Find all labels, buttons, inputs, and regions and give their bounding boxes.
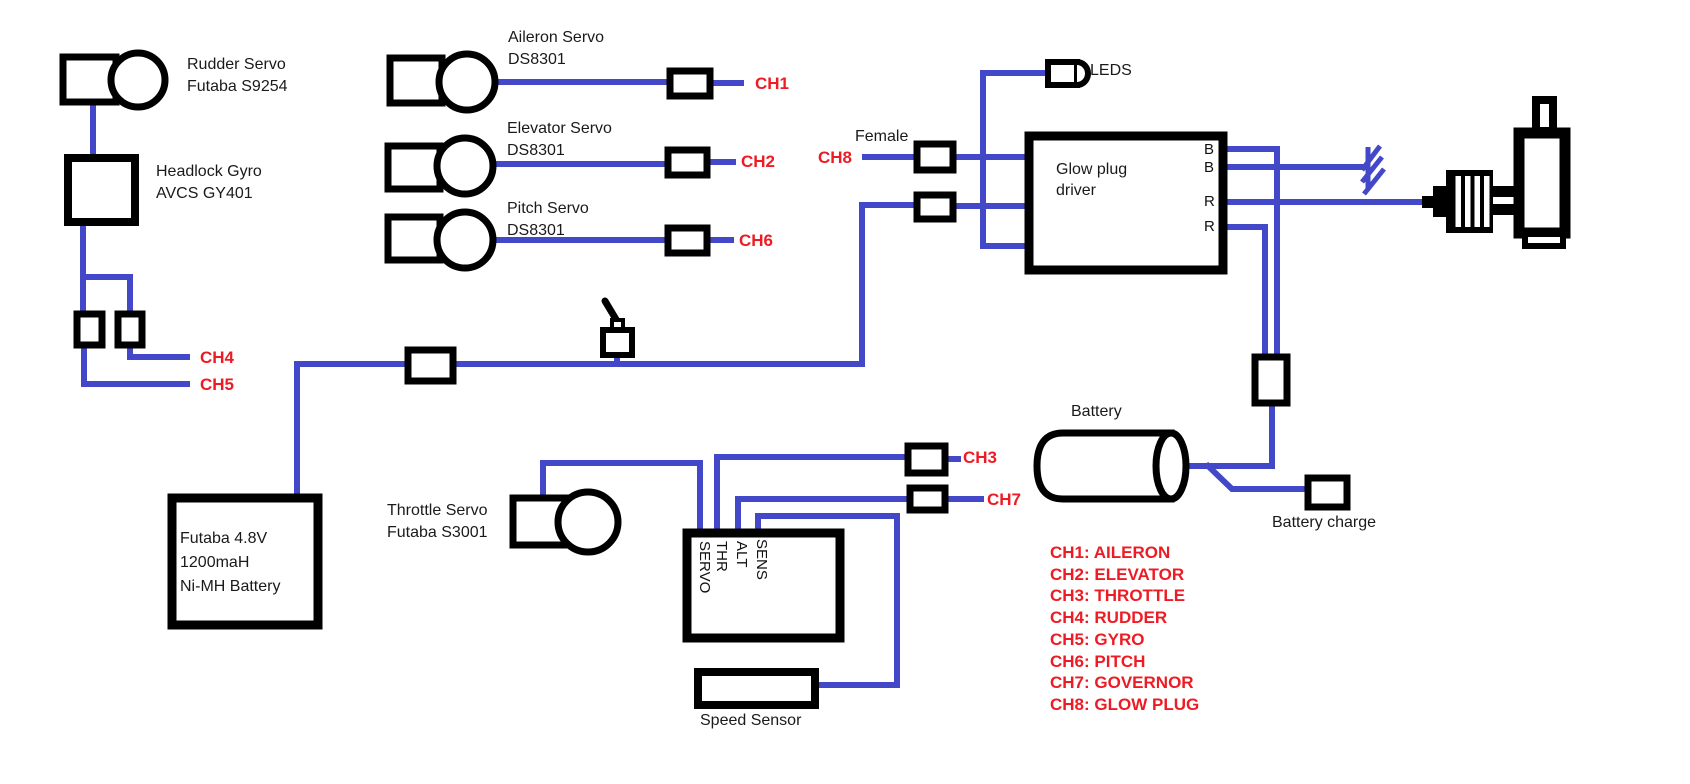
elevator-servo-icon — [384, 134, 497, 198]
throttle-servo-label: Throttle Servo Futaba S3001 — [387, 502, 488, 541]
engine-icon — [1422, 96, 1571, 249]
governor-port-thr: THR — [713, 541, 730, 572]
legend-item: CH1: AILERON — [1050, 543, 1171, 562]
channel-tag-ch5: CH5 — [200, 375, 235, 394]
leds-label: LEDS — [1090, 62, 1132, 79]
wire-ch5 — [81, 343, 190, 387]
connector-junction — [1251, 353, 1291, 407]
legend-item: CH5: GYRO — [1050, 629, 1145, 649]
pitch-servo-label: Pitch Servo DS8301 — [507, 200, 589, 239]
throttle-servo-icon — [509, 488, 622, 556]
terminal-r1: R — [1204, 193, 1215, 210]
gyro-label: Headlock Gyro AVCS GY401 — [156, 163, 262, 202]
components — [59, 49, 1571, 709]
receiver-battery-label: Futaba 4.8V 1200maH Ni-MH Battery — [180, 530, 281, 595]
pitch-servo-icon — [384, 208, 497, 272]
wire-power-bus — [294, 202, 921, 502]
wire-driver-r2 — [1219, 224, 1268, 361]
terminal-r2: R — [1204, 218, 1215, 235]
connector-ch6 — [664, 224, 711, 257]
wire-sens-speedsensor — [755, 513, 900, 688]
battery-charge-label: Battery charge — [1272, 514, 1377, 531]
channel-tag-ch4: CH4 — [200, 348, 235, 367]
wire-gyro-branch — [83, 274, 133, 316]
aileron-servo-label: Aileron Servo DS8301 — [508, 29, 605, 68]
elevator-servo-label: Elevator Servo DS8301 — [507, 120, 612, 159]
wire-leds — [980, 70, 1052, 249]
speed-sensor-box — [694, 668, 819, 709]
wire-thr-ch3 — [714, 454, 912, 537]
battery-label: Battery — [1071, 403, 1122, 420]
wire-alt-ch7 — [735, 496, 914, 537]
wire-battery-charge — [1203, 461, 1312, 492]
wires — [80, 70, 1425, 688]
legend-item: CH2: ELEVATOR — [1050, 564, 1185, 584]
governor-port-servo: SERVO — [696, 541, 713, 594]
channel-tag-ch2: CH2 — [741, 152, 776, 171]
connector-bus — [404, 346, 457, 385]
governor-port-sens: SENS — [753, 539, 770, 580]
channel-tag-ch6: CH6 — [739, 231, 774, 250]
channel-legend: CH1: AILERON CH2: ELEVATOR CH3: THROTTLE… — [1050, 542, 1199, 716]
terminal-b2: B — [1204, 159, 1215, 176]
leds-icon — [1045, 59, 1091, 88]
connector-ch5 — [114, 310, 146, 349]
aileron-servo-icon — [386, 50, 499, 114]
channel-tag-ch1: CH1 — [755, 74, 790, 93]
rudder-servo-icon — [59, 49, 169, 111]
glow-plug-driver-box — [1024, 131, 1228, 275]
speed-sensor-label: Speed Sensor — [700, 712, 802, 729]
governor-port-alt: ALT — [733, 541, 750, 568]
connector-ch3 — [904, 442, 949, 477]
rudder-servo-label: Rudder Servo Futaba S9254 — [187, 56, 288, 95]
connector-ch2 — [664, 146, 711, 179]
channel-tag-ch8: CH8 — [818, 148, 853, 167]
legend-item: CH4: RUDDER — [1050, 608, 1168, 628]
receiver-battery-box — [167, 493, 323, 630]
power-switch-icon — [600, 297, 635, 358]
connector-battery-charge — [1304, 474, 1351, 511]
connector-female-power — [913, 191, 957, 223]
connector-ch1 — [666, 67, 714, 100]
wire-driver-b1 — [1219, 146, 1280, 361]
terminal-b1: B — [1204, 141, 1215, 158]
gyro-box — [64, 154, 139, 226]
connector-female-ch8 — [913, 140, 957, 174]
legend-item: CH8: GLOW PLUG — [1050, 694, 1200, 714]
battery-icon — [1033, 429, 1190, 503]
channel-tag-ch7: CH7 — [987, 490, 1022, 509]
wire-junction-battery — [1184, 399, 1275, 469]
legend-item: CH7: GOVERNOR — [1050, 673, 1194, 693]
glow-plug-driver-label: Glow plug driver — [1056, 161, 1128, 199]
wire-throttle-governor — [540, 460, 703, 537]
channel-tag-ch3: CH3 — [963, 448, 998, 467]
female-label: Female — [855, 128, 909, 145]
ground-symbol-icon — [1360, 144, 1386, 196]
legend-item: CH6: PITCH — [1050, 651, 1146, 671]
governor-box — [682, 528, 845, 643]
connector-ch7 — [906, 484, 949, 514]
connector-ch4 — [73, 310, 106, 349]
legend-item: CH3: THROTTLE — [1050, 586, 1186, 606]
